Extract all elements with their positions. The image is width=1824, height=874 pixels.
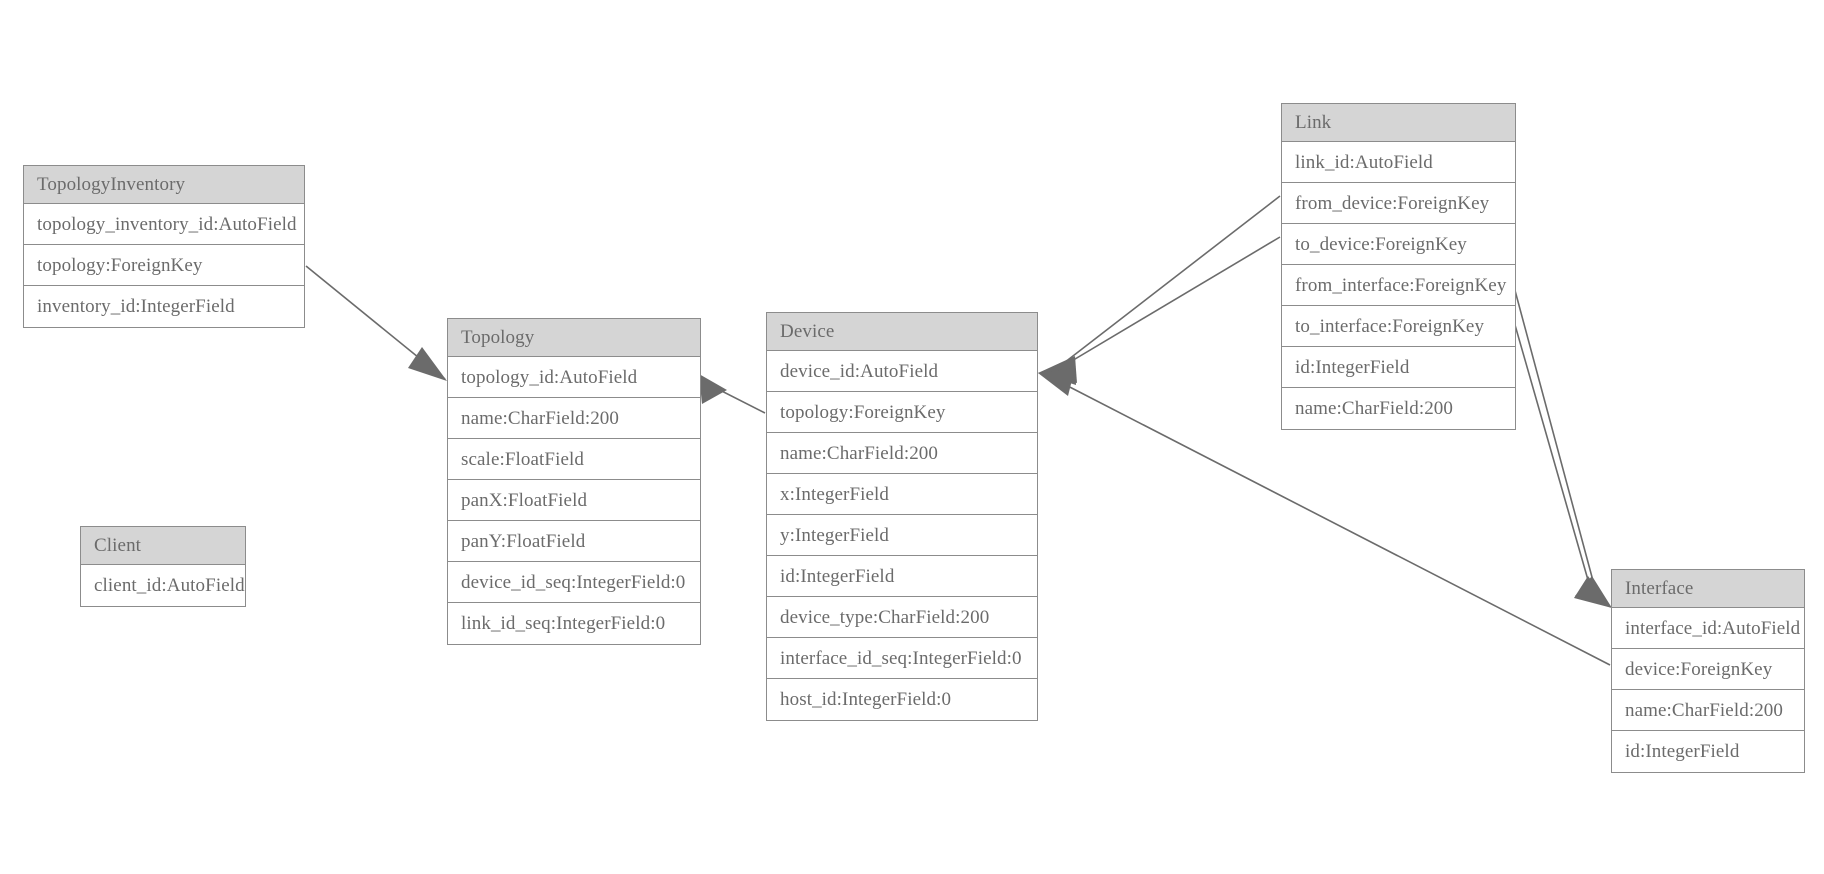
field-interface-1: device:ForeignKey bbox=[1612, 649, 1804, 690]
field-device-1: topology:ForeignKey bbox=[767, 392, 1037, 433]
field-device-5: id:IntegerField bbox=[767, 556, 1037, 597]
entity-title-topology: Topology bbox=[448, 319, 700, 357]
field-device-2: name:CharField:200 bbox=[767, 433, 1037, 474]
entity-topology[interactable]: Topology topology_id:AutoField name:Char… bbox=[447, 318, 701, 645]
field-topology-inventory-1: topology:ForeignKey bbox=[24, 245, 304, 286]
field-topology-5: device_id_seq:IntegerField:0 bbox=[448, 562, 700, 603]
entity-client[interactable]: Client client_id:AutoField bbox=[80, 526, 246, 607]
field-interface-0: interface_id:AutoField bbox=[1612, 608, 1804, 649]
entity-title-topology-inventory: TopologyInventory bbox=[24, 166, 304, 204]
field-link-4: to_interface:ForeignKey bbox=[1282, 306, 1515, 347]
field-topology-inventory-2: inventory_id:IntegerField bbox=[24, 286, 304, 327]
entity-interface[interactable]: Interface interface_id:AutoField device:… bbox=[1611, 569, 1805, 773]
entity-title-device: Device bbox=[767, 313, 1037, 351]
field-topology-0: topology_id:AutoField bbox=[448, 357, 700, 398]
field-device-4: y:IntegerField bbox=[767, 515, 1037, 556]
edge-device-topology bbox=[699, 374, 766, 414]
field-topology-1: name:CharField:200 bbox=[448, 398, 700, 439]
entity-topology-inventory[interactable]: TopologyInventory topology_inventory_id:… bbox=[23, 165, 305, 328]
field-link-6: name:CharField:200 bbox=[1282, 388, 1515, 429]
field-topology-inventory-0: topology_inventory_id:AutoField bbox=[24, 204, 304, 245]
field-link-5: id:IntegerField bbox=[1282, 347, 1515, 388]
field-device-7: interface_id_seq:IntegerField:0 bbox=[767, 638, 1037, 679]
field-device-3: x:IntegerField bbox=[767, 474, 1037, 515]
entity-link[interactable]: Link link_id:AutoField from_device:Forei… bbox=[1281, 103, 1516, 430]
field-link-2: to_device:ForeignKey bbox=[1282, 224, 1515, 265]
field-topology-3: panX:FloatField bbox=[448, 480, 700, 521]
entity-device[interactable]: Device device_id:AutoField topology:Fore… bbox=[766, 312, 1038, 721]
field-link-1: from_device:ForeignKey bbox=[1282, 183, 1515, 224]
edge-link-from-device bbox=[1038, 195, 1281, 383]
edge-link-from-interface bbox=[1512, 282, 1612, 608]
entity-title-client: Client bbox=[81, 527, 245, 565]
edge-link-to-interface bbox=[1502, 282, 1612, 608]
field-client-0: client_id:AutoField bbox=[81, 565, 245, 606]
entity-title-interface: Interface bbox=[1612, 570, 1804, 608]
edge-link-to-device bbox=[1038, 236, 1281, 385]
field-topology-6: link_id_seq:IntegerField:0 bbox=[448, 603, 700, 644]
field-topology-2: scale:FloatField bbox=[448, 439, 700, 480]
entity-title-link: Link bbox=[1282, 104, 1515, 142]
field-link-3: from_interface:ForeignKey bbox=[1282, 265, 1515, 306]
field-interface-3: id:IntegerField bbox=[1612, 731, 1804, 772]
field-device-8: host_id:IntegerField:0 bbox=[767, 679, 1037, 720]
field-topology-4: panY:FloatField bbox=[448, 521, 700, 562]
edge-topologyinventory-topology bbox=[305, 265, 447, 381]
field-device-6: device_type:CharField:200 bbox=[767, 597, 1037, 638]
field-link-0: link_id:AutoField bbox=[1282, 142, 1515, 183]
field-device-0: device_id:AutoField bbox=[767, 351, 1037, 392]
field-interface-2: name:CharField:200 bbox=[1612, 690, 1804, 731]
